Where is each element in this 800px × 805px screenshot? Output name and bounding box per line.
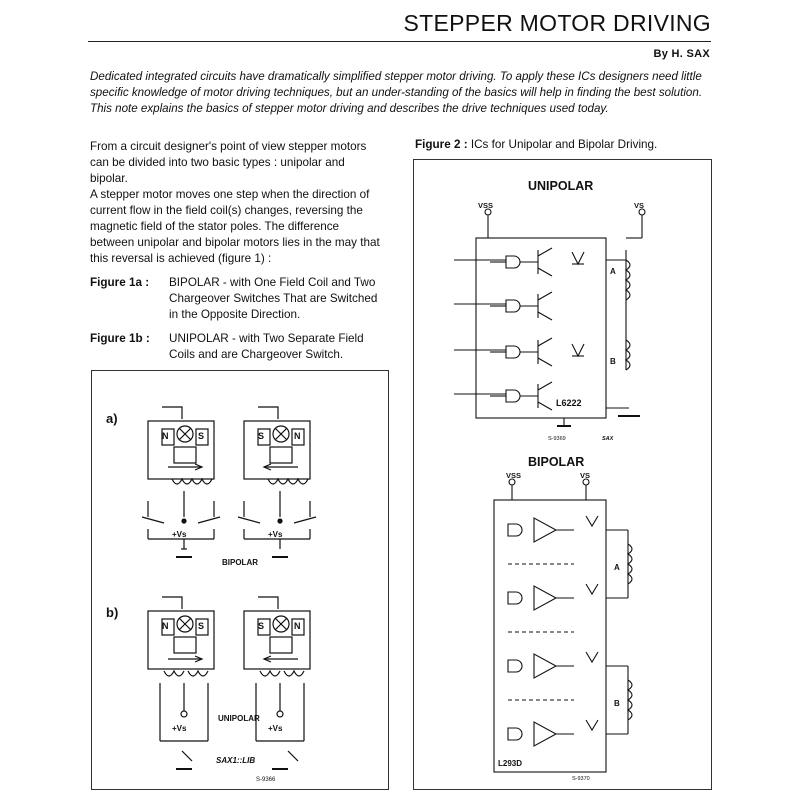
pole-n-label-4: N [294, 621, 301, 631]
intro-paragraph: Dedicated integrated circuits have drama… [90, 70, 703, 116]
figure-1a-caption: Figure 1a : BIPOLAR - with One Field Coi… [90, 275, 377, 321]
figure-1-diagram: a) b) N S S N N S S N +Vs +Vs +Vs +Vs BI… [106, 406, 317, 783]
figure-1a-text: BIPOLAR - with One Field Coil and Two Ch… [169, 276, 378, 321]
bipolar-driver-circuit [493, 478, 633, 773]
vs-label-1: +Vs [172, 530, 187, 539]
chip-l6222-label: L6222 [556, 398, 582, 408]
figure-1b-text: UNIPOLAR - with Two Separate Field Coils… [169, 332, 364, 361]
figure-2-author-code: SAX [602, 436, 614, 442]
unipolar-label: UNIPOLAR [218, 714, 260, 723]
figure-1b-caption: Figure 1b : UNIPOLAR - with Two Separate… [90, 331, 364, 361]
unipolar-motor-right [243, 596, 311, 770]
fig1-a-label: a) [106, 411, 118, 426]
bipolar-title: BIPOLAR [528, 455, 584, 469]
bipolar-vs-label: VS [580, 471, 590, 480]
figure-1a-label: Figure 1a : [90, 276, 150, 289]
page-title: STEPPER MOTOR DRIVING [403, 10, 711, 36]
figure-2-box: UNIPOLAR VSS VS A B L6222 S-9369 SAX BIP… [413, 159, 712, 790]
chip-l293d-label: L293D [498, 759, 522, 768]
bipolar-motor-left [141, 406, 221, 558]
figure-2-text: ICs for Unipolar and Bipolar Driving. [470, 138, 658, 151]
bridge-coil-b-label: B [614, 699, 620, 708]
figure-1-box: a) b) N S S N N S S N +Vs +Vs +Vs +Vs BI… [91, 370, 389, 790]
bipolar-motor-right [237, 406, 317, 558]
figure-1a-bipolar-panel [141, 406, 317, 558]
fig1-b-label: b) [106, 605, 118, 620]
unipolar-motor-left [147, 596, 215, 770]
title-rule [88, 41, 711, 42]
vs-label-4: +Vs [268, 724, 283, 733]
figure-1b-unipolar-panel [147, 596, 311, 770]
figure-2-label: Figure 2 : [415, 138, 468, 151]
bridge-coil-a-label: A [614, 563, 620, 572]
pole-n-label-1: N [162, 431, 169, 441]
pole-s-label-4: S [258, 621, 264, 631]
figure-2-caption: Figure 2 : ICs for Unipolar and Bipolar … [415, 138, 657, 151]
bipolar-label: BIPOLAR [222, 558, 258, 567]
pole-s-label-1: S [198, 431, 204, 441]
figure-1b-label: Figure 1b : [90, 332, 150, 345]
unipolar-stage-4 [490, 381, 553, 411]
figure-2-code-1: S-9369 [548, 436, 566, 442]
figure-1-code: S-9366 [256, 777, 276, 783]
unipolar-stage-2 [490, 291, 553, 321]
unipolar-driver-circuit [454, 208, 646, 427]
unipolar-stage-1 [490, 247, 585, 277]
unipolar-stage-3 [490, 337, 585, 367]
pole-s-label-2: S [258, 431, 264, 441]
bipolar-vss-label: VSS [506, 471, 521, 480]
coil-a-label: A [610, 267, 616, 276]
unipolar-vss-label: VSS [478, 201, 493, 210]
unipolar-title: UNIPOLAR [528, 179, 593, 193]
pole-n-label-3: N [162, 621, 169, 631]
body-paragraph-2: A stepper motor moves one step when the … [90, 188, 380, 265]
bridge-stage-4 [507, 719, 599, 747]
bridge-stage-2 [507, 583, 599, 611]
bridge-stage-3 [507, 651, 599, 679]
vs-label-3: +Vs [172, 724, 187, 733]
figure-2-code-2: S-9370 [572, 776, 590, 782]
author-line: By H. SAX [653, 48, 710, 60]
footer-label: SAX1::LIB [216, 756, 255, 765]
unipolar-vs-label: VS [634, 201, 644, 210]
figure-2-diagram: UNIPOLAR VSS VS A B L6222 S-9369 SAX BIP… [454, 179, 646, 782]
body-paragraph-1: From a circuit designer's point of view … [90, 140, 367, 185]
pole-s-label-3: S [198, 621, 204, 631]
pole-n-label-2: N [294, 431, 301, 441]
coil-b-label: B [610, 357, 616, 366]
vs-label-2: +Vs [268, 530, 283, 539]
bridge-stage-1 [507, 515, 599, 543]
